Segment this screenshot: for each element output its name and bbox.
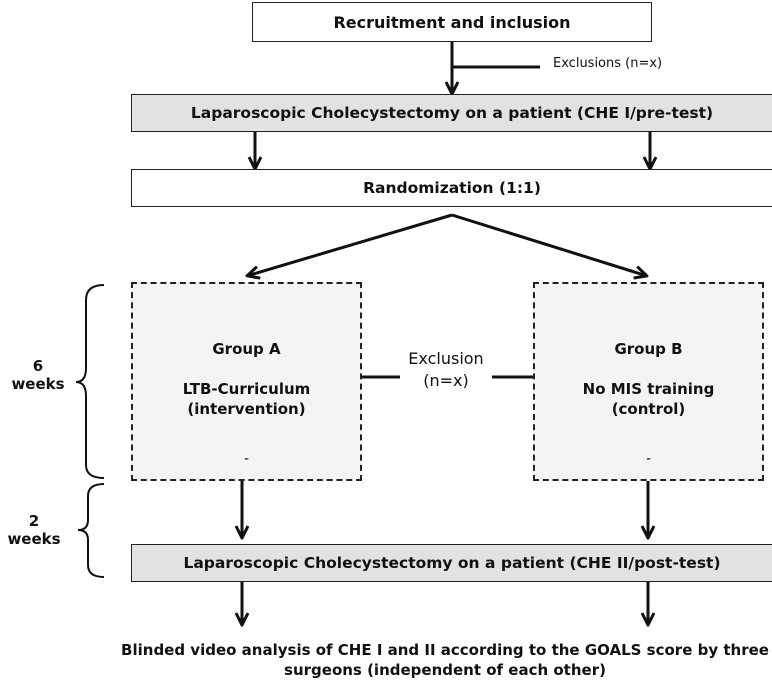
group-b-line2: (control) — [611, 400, 686, 418]
posttest-label: Laparoscopic Cholecystectomy on a patien… — [183, 554, 721, 572]
final-line2: surgeons (independent of each other) — [284, 661, 606, 679]
group-a-line2: (intervention) — [187, 400, 306, 418]
recruitment-label: Recruitment and inclusion — [333, 12, 571, 32]
two-weeks-number: 2 — [28, 512, 40, 530]
posttest-box: Laparoscopic Cholecystectomy on a patien… — [131, 544, 772, 582]
recruitment-box: Recruitment and inclusion — [252, 2, 652, 42]
group-b-dash: - — [645, 451, 652, 467]
brace-two-weeks — [77, 483, 105, 578]
two-weeks-unit: weeks — [7, 530, 61, 548]
exclusion-middle-line2: (n=x) — [423, 371, 469, 390]
pretest-label: Laparoscopic Cholecystectomy on a patien… — [190, 104, 714, 122]
pretest-box: Laparoscopic Cholecystectomy on a patien… — [131, 94, 772, 132]
brace-six-weeks — [75, 284, 105, 479]
group-a-dash: - — [243, 451, 250, 467]
group-a-title: Group A — [212, 340, 281, 358]
group-b-line1: No MIS training — [582, 380, 715, 398]
group-b-title: Group B — [614, 340, 683, 358]
randomization-box: Randomization (1:1) — [131, 169, 772, 207]
group-a-box: Group A LTB-Curriculum (intervention) - — [131, 282, 362, 481]
six-weeks-label: 6 weeks — [8, 357, 68, 393]
arrow-random-to-group-a — [250, 213, 453, 275]
arrow-random-to-group-b — [451, 213, 644, 275]
exclusion-middle: Exclusion (n=x) — [400, 348, 492, 392]
group-a-line1: LTB-Curriculum — [182, 380, 311, 398]
exclusions-top-label: Exclusions (n=x) — [553, 56, 663, 71]
six-weeks-unit: weeks — [11, 375, 65, 393]
two-weeks-label: 2 weeks — [4, 512, 64, 548]
final-line1: Blinded video analysis of CHE I and II a… — [121, 641, 769, 659]
six-weeks-number: 6 — [32, 357, 44, 375]
exclusion-middle-line1: Exclusion — [408, 349, 484, 368]
final-analysis-text: Blinded video analysis of CHE I and II a… — [120, 640, 770, 680]
group-b-box: Group B No MIS training (control) - — [533, 282, 764, 481]
randomization-label: Randomization (1:1) — [363, 179, 541, 197]
